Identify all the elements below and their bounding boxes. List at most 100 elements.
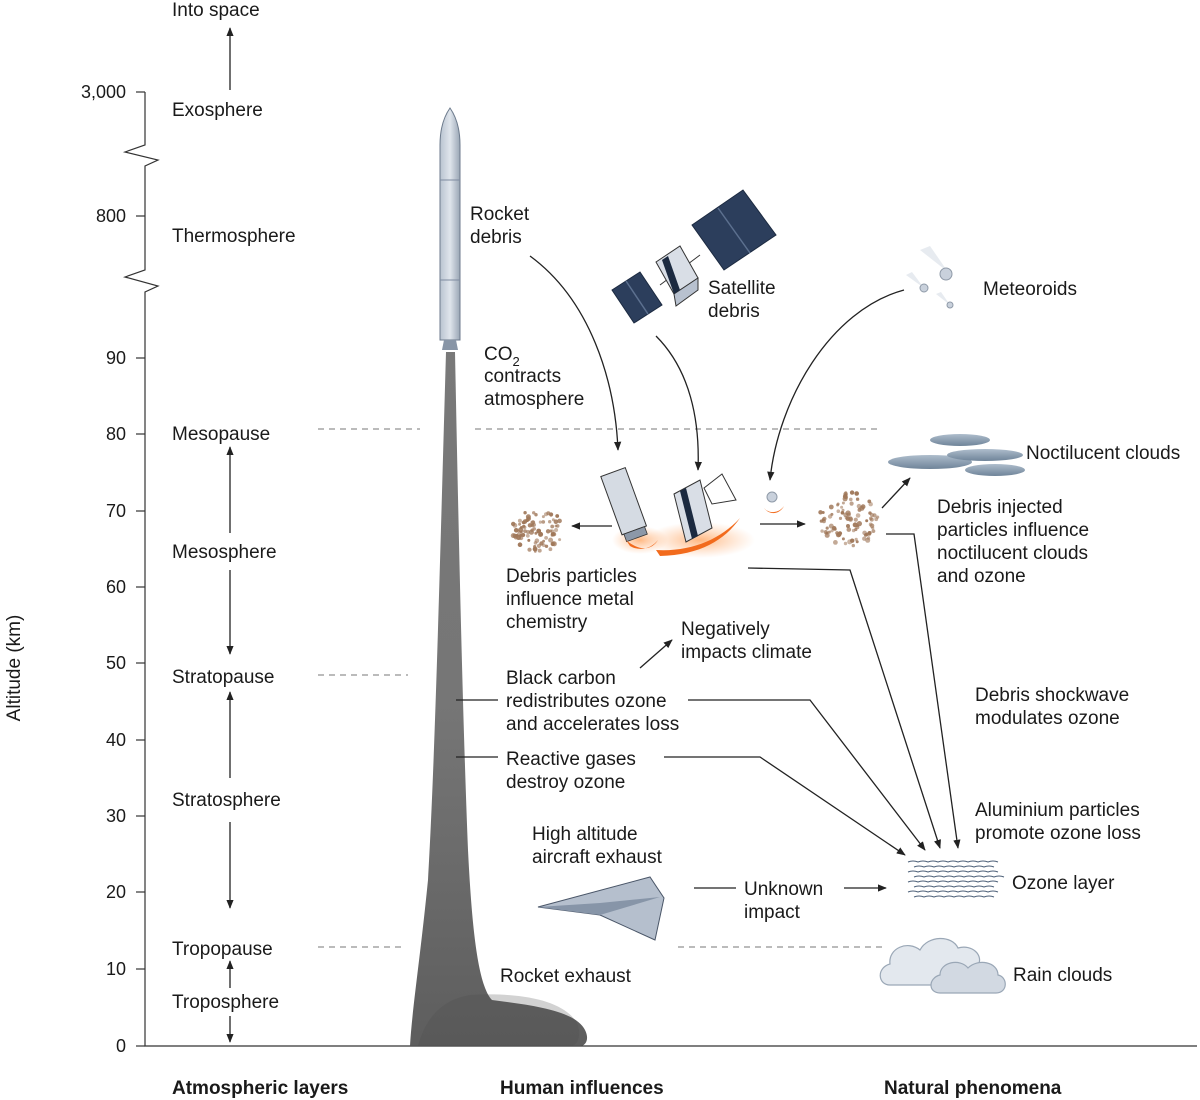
ozone-line <box>913 895 995 898</box>
aluminium-label-2: promote ozone loss <box>975 823 1141 844</box>
debris-particle <box>845 510 851 516</box>
co2-group: CO2 contracts atmosphere <box>484 344 584 410</box>
satellite-debris-arrow <box>655 335 702 471</box>
debris-particle <box>844 491 848 495</box>
black-carbon-label-2: redistributes ozone <box>506 691 667 712</box>
debris-particle <box>837 532 842 537</box>
meteoroids-arrow <box>767 289 905 481</box>
debris-particle <box>557 518 562 524</box>
black-carbon-to-ozone-arrow <box>688 699 926 851</box>
debris-particle <box>533 550 537 553</box>
debris-injected-group: Debris injected particles influence noct… <box>760 490 1089 587</box>
debris-particle <box>855 513 861 518</box>
axis-tick-label: 70 <box>106 501 126 521</box>
debris-particle <box>548 537 554 543</box>
debris-particle <box>865 519 869 523</box>
troposphere-label: Troposphere <box>172 992 279 1013</box>
debris-particle <box>542 539 545 543</box>
rocket-debris-group: Rocket debris <box>470 204 622 451</box>
debris-particle <box>548 547 553 552</box>
axis-tick-label: 800 <box>96 206 126 226</box>
debris-particle <box>545 529 551 534</box>
reactive-gases-to-ozone-arrow <box>664 756 906 856</box>
debris-injected-label-1: Debris injected <box>937 497 1063 518</box>
satellite-falling-icon <box>673 473 737 543</box>
debris-particle <box>513 528 519 533</box>
debris-particle <box>549 512 554 517</box>
axis-tick-label: 30 <box>106 806 126 826</box>
debris-to-ozone-arrow <box>886 533 961 849</box>
debris-particle <box>855 540 859 544</box>
debris-particle <box>525 533 530 538</box>
debris-particle <box>517 518 522 523</box>
ozone-arrows <box>664 533 961 856</box>
satellite-debris-group: Satellite debris <box>611 189 777 471</box>
layer-labels: Into space Exosphere Thermosphere Mesopa… <box>172 0 296 1013</box>
rain-clouds-label: Rain clouds <box>1013 965 1112 986</box>
debris-particle <box>532 511 536 515</box>
debris-particle <box>523 529 527 533</box>
debris-particle <box>836 509 841 513</box>
rocket-debris-label-1: Rocket <box>470 204 530 225</box>
stratosphere-label: Stratosphere <box>172 790 281 811</box>
debris-particle <box>536 543 542 549</box>
axis-tick-label: 90 <box>106 348 126 368</box>
meteoroids-icon <box>906 246 954 309</box>
debris-particle <box>846 524 850 528</box>
rain-clouds-group: Rain clouds <box>879 937 1112 994</box>
debris-particle <box>533 541 538 545</box>
shockwave-label-1: Debris shockwave <box>975 685 1129 706</box>
unknown-impact-label-1: Unknown <box>744 879 823 900</box>
debris-particle <box>828 523 834 529</box>
debris-particle <box>553 519 559 524</box>
reentry-objects <box>600 467 784 558</box>
rocket-body <box>439 107 461 341</box>
debris-particle <box>517 542 523 547</box>
debris-particle <box>536 528 542 534</box>
debris-particle <box>869 517 874 522</box>
rocket <box>439 107 461 350</box>
negatively-label-1: Negatively <box>681 619 770 640</box>
debris-particle <box>840 505 844 509</box>
debris-particle <box>823 530 828 535</box>
ozone-line <box>913 875 1005 878</box>
ozone-line <box>913 865 995 868</box>
column-headers: Atmospheric layers Human influences Natu… <box>172 1078 1062 1099</box>
aircraft-group: High altitude aircraft exhaust Unknown i… <box>532 824 887 941</box>
debris-particle <box>828 504 834 510</box>
co2-label: CO2 <box>484 344 520 369</box>
debris-particle <box>854 537 858 542</box>
debris-particle <box>544 512 548 517</box>
ozone-layer-label: Ozone layer <box>1012 873 1115 894</box>
debris-particle <box>549 529 553 533</box>
reactive-gases-label-2: destroy ozone <box>506 772 625 793</box>
debris-particles-label-2: influence metal <box>506 589 634 610</box>
debris-particle <box>849 501 854 506</box>
debris-particle <box>844 493 848 497</box>
co2-label-3: atmosphere <box>484 389 584 410</box>
debris-particle <box>541 520 546 524</box>
into-space-label: Into space <box>172 0 260 21</box>
noctilucent-arrow <box>881 477 911 509</box>
debris-particle <box>550 541 555 547</box>
debris-particle <box>868 511 872 515</box>
debris-particle <box>841 537 845 541</box>
debris-particle <box>821 519 826 524</box>
unknown-impact-label-2: impact <box>744 902 801 923</box>
meteoroids-group: Meteoroids <box>767 246 1077 481</box>
debris-particle <box>825 526 829 530</box>
shockwave-to-ozone-arrow <box>747 567 941 849</box>
debris-particle <box>850 538 855 543</box>
debris-particle <box>838 516 843 521</box>
noctilucent-group: Noctilucent clouds <box>881 434 1180 509</box>
debris-particle <box>538 520 543 524</box>
debris-particle <box>841 508 845 512</box>
ozone-line <box>907 880 999 883</box>
rocket-exhaust-label: Rocket exhaust <box>500 966 632 987</box>
ozone-line <box>907 890 999 893</box>
debris-particle <box>855 497 860 501</box>
debris-particle <box>528 529 535 535</box>
axis-tick-label: 3,000 <box>81 82 126 102</box>
axis-label: Altitude (km) <box>4 615 25 722</box>
